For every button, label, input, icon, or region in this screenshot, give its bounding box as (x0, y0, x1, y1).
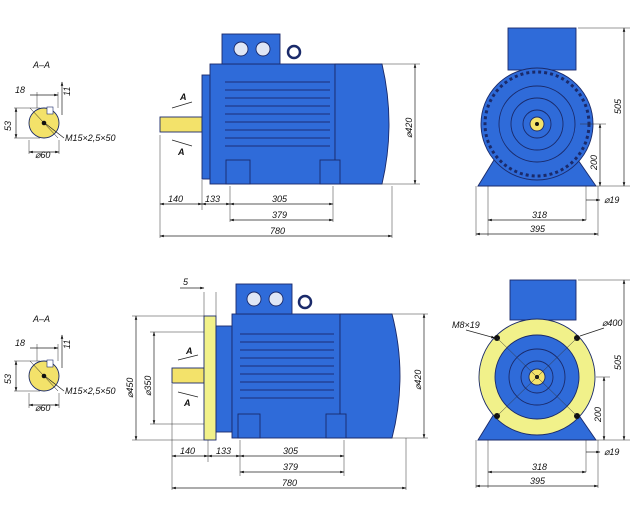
dim-140: 140 (180, 446, 195, 456)
dim-200: 200 (593, 407, 603, 423)
cut-label: A (179, 92, 187, 102)
dim-318: 318 (532, 462, 547, 472)
cable-gland-icon (233, 41, 249, 57)
dim-505: 505 (613, 98, 623, 114)
cut-label: A (185, 346, 193, 356)
motor-side-view-bottom: 5 A A ⌀450 ⌀350 140 133 (125, 277, 428, 490)
flange-neck (215, 325, 233, 433)
foot-rear (325, 413, 347, 439)
dim-m8: M8×19 (452, 320, 480, 330)
fan-cover (339, 313, 401, 439)
keyway-slot (46, 359, 54, 368)
lifting-eye-icon (286, 44, 302, 60)
cut-label: A (183, 398, 191, 408)
shaft (171, 367, 205, 384)
dim-19: ⌀19 (604, 195, 619, 205)
dim-420: ⌀420 (413, 370, 423, 390)
cut-label: A (177, 147, 185, 157)
top-view-group: A–A 18 11 53 M15×2,5×50 ⌀60 (3, 27, 630, 238)
dim-379: 379 (272, 210, 287, 220)
section-title: A–A (32, 60, 50, 70)
dim-395: 395 (530, 476, 546, 486)
motor-side-view-top: A A 140 133 305 379 780 ⌀420 (159, 33, 420, 238)
foot-front (225, 159, 251, 185)
terminal-box (509, 279, 577, 321)
cooling-fins (225, 81, 330, 147)
shaft-section-top: A–A 18 11 53 M15×2,5×50 ⌀60 (3, 60, 116, 160)
dim-350: ⌀350 (143, 376, 153, 396)
foot-rear (319, 159, 341, 185)
fan-cover (334, 63, 390, 185)
terminal-box (507, 27, 577, 71)
dim-400: ⌀400 (602, 318, 622, 328)
dim-height: 53 (3, 374, 13, 384)
dim-305: 305 (283, 446, 299, 456)
dim-height: 53 (3, 121, 13, 131)
dim-key-depth: 11 (62, 87, 72, 96)
dim-thread: M15×2,5×50 (65, 133, 116, 143)
shaft (159, 116, 203, 133)
dim-5: 5 (183, 277, 189, 287)
section-title: A–A (32, 314, 50, 324)
dim-thread: M15×2,5×50 (65, 386, 116, 396)
keyway-slot (46, 106, 54, 115)
foot-front (237, 413, 261, 439)
dim-305: 305 (272, 194, 288, 204)
cable-gland-icon (268, 291, 284, 307)
lifting-eye-icon (297, 294, 313, 310)
dim-395: 395 (530, 224, 546, 234)
dim-780: 780 (282, 478, 297, 488)
motor-front-view-bottom: M8×19 ⌀400 505 200 318 395 ⌀19 (452, 279, 630, 488)
front-flange (201, 74, 211, 180)
dim-19: ⌀19 (604, 447, 619, 457)
bottom-view-group: A–A 18 11 53 M15×2,5×50 ⌀60 (3, 277, 630, 490)
dim-505: 505 (613, 354, 623, 370)
dim-diameter: ⌀60 (35, 403, 50, 413)
dim-133: 133 (216, 446, 231, 456)
motor-front-view-top: 505 200 318 395 ⌀19 (475, 27, 630, 236)
dim-diameter: ⌀60 (35, 150, 50, 160)
dim-133: 133 (205, 194, 220, 204)
dim-140: 140 (168, 194, 183, 204)
dim-379: 379 (283, 462, 298, 472)
dim-keyway: 18 (15, 338, 25, 348)
terminal-box (221, 33, 281, 65)
shaft-section-bottom: A–A 18 11 53 M15×2,5×50 ⌀60 (3, 314, 116, 413)
terminal-box (235, 283, 293, 315)
dim-780: 780 (270, 226, 285, 236)
cable-gland-icon (246, 291, 262, 307)
dim-keyway: 18 (15, 85, 25, 95)
dim-key-depth: 11 (62, 340, 72, 349)
dim-450: ⌀450 (125, 378, 135, 398)
cable-gland-icon (255, 41, 271, 57)
mounting-flange (203, 315, 217, 441)
dim-200: 200 (589, 155, 599, 171)
dim-318: 318 (532, 210, 547, 220)
cooling-fins (240, 333, 334, 399)
dim-420: ⌀420 (404, 118, 414, 138)
